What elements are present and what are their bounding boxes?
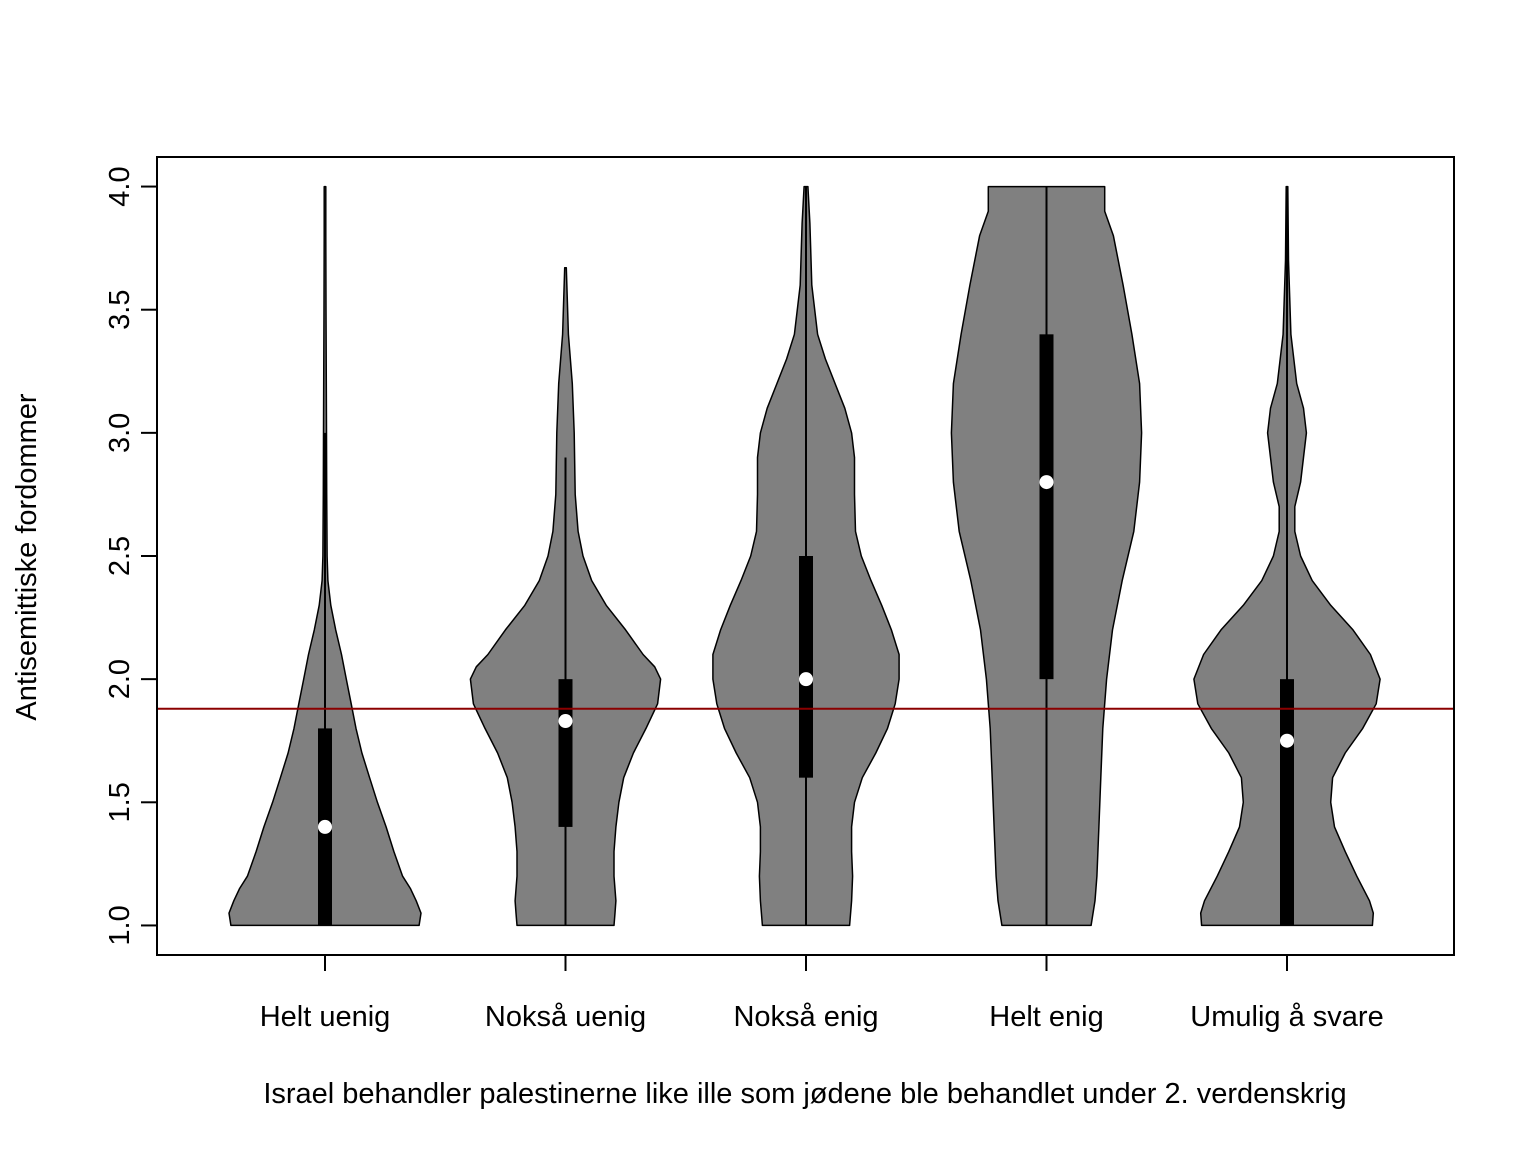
y-tick-label: 4.0 xyxy=(104,166,136,206)
y-tick-label: 3.5 xyxy=(104,290,136,330)
x-tick-label: Umulig å svare xyxy=(1190,1001,1383,1033)
y-tick-label: 2.5 xyxy=(104,536,136,576)
violin-median xyxy=(799,672,813,687)
x-tick-label: Helt uenig xyxy=(260,1001,391,1033)
y-axis-title: Antisemittiske fordommer xyxy=(11,393,43,720)
y-axis: 1.0 1.5 2.0 2.5 3.0 3.5 4.0 xyxy=(104,166,157,946)
x-axis-title: Israel behandler palestinerne like ille … xyxy=(263,1078,1346,1110)
y-tick-label: 2.0 xyxy=(104,659,136,699)
violin-median xyxy=(558,714,573,729)
x-axis: Helt uenig Nokså uenig Nokså enig Helt enig… xyxy=(260,955,1384,1033)
violin-box xyxy=(799,556,813,778)
y-tick-label: 1.5 xyxy=(104,782,136,822)
x-tick-label: Nokså uenig xyxy=(485,1001,646,1033)
violin-median xyxy=(1280,733,1294,748)
violin-median xyxy=(318,819,332,834)
violin-median xyxy=(1039,475,1054,490)
x-tick-label: Nokså enig xyxy=(733,1001,878,1033)
y-tick-label: 1.0 xyxy=(104,905,136,945)
violins-layer xyxy=(228,185,1381,927)
violin-box xyxy=(1280,679,1294,926)
y-tick-label: 3.0 xyxy=(104,413,136,453)
x-tick-label: Helt enig xyxy=(989,1001,1103,1033)
violin-box xyxy=(1039,334,1054,680)
violin-box xyxy=(558,679,573,827)
